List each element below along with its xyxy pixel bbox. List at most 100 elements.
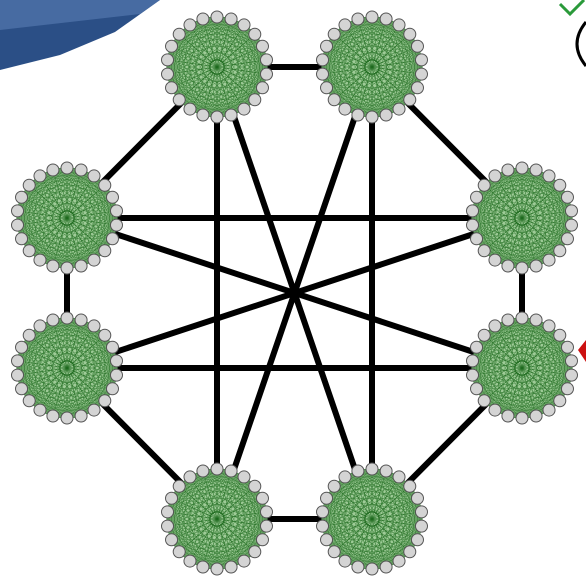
port-node: [173, 94, 185, 106]
port-node: [561, 191, 573, 203]
port-node: [404, 94, 416, 106]
port-node: [256, 534, 268, 546]
port-node: [211, 563, 223, 575]
port-node: [23, 179, 35, 191]
port-node: [61, 262, 73, 274]
port-node: [34, 170, 46, 182]
port-node: [471, 191, 483, 203]
port-node: [184, 471, 196, 483]
port-node: [502, 410, 514, 422]
port-node: [47, 164, 59, 176]
port-node: [225, 465, 237, 477]
corner-check-mark: [560, 0, 584, 14]
port-node: [565, 369, 577, 381]
port-node: [16, 191, 28, 203]
port-node: [173, 28, 185, 40]
port-node: [23, 395, 35, 407]
port-node: [211, 111, 223, 123]
port-node: [530, 410, 542, 422]
port-node: [393, 555, 405, 567]
port-node: [554, 245, 566, 257]
port-node: [256, 40, 268, 52]
links-layer: [67, 67, 522, 519]
port-node: [75, 314, 87, 326]
port-node: [106, 191, 118, 203]
port-node: [380, 561, 392, 573]
port-node: [380, 465, 392, 477]
port-node: [12, 355, 24, 367]
port-node: [321, 492, 333, 504]
port-node: [47, 314, 59, 326]
port-node: [380, 109, 392, 121]
port-node: [162, 54, 174, 66]
port-node: [366, 463, 378, 475]
port-node: [478, 329, 490, 341]
port-node: [75, 410, 87, 422]
port-node: [561, 341, 573, 353]
port-node: [256, 82, 268, 94]
port-node: [352, 465, 364, 477]
port-node: [197, 561, 209, 573]
port-node: [211, 463, 223, 475]
port-node: [34, 404, 46, 416]
port-node: [238, 103, 250, 115]
port-node: [321, 82, 333, 94]
port-node: [162, 68, 174, 80]
port-node: [478, 395, 490, 407]
port-node: [516, 262, 528, 274]
port-node: [166, 492, 178, 504]
port-node: [352, 109, 364, 121]
port-node: [467, 355, 479, 367]
port-node: [249, 480, 261, 492]
port-node: [61, 412, 73, 424]
port-node: [339, 471, 351, 483]
port-node: [554, 179, 566, 191]
port-node: [565, 355, 577, 367]
port-node: [61, 312, 73, 324]
port-node: [561, 383, 573, 395]
port-node: [478, 245, 490, 257]
port-node: [249, 28, 261, 40]
port-node: [238, 19, 250, 31]
port-node: [489, 254, 501, 266]
port-node: [23, 329, 35, 341]
port-node: [166, 534, 178, 546]
port-node: [411, 82, 423, 94]
port-node: [352, 561, 364, 573]
port-node: [530, 164, 542, 176]
port-node: [554, 329, 566, 341]
port-node: [162, 520, 174, 532]
port-node: [328, 28, 340, 40]
port-node: [110, 355, 122, 367]
port-node: [415, 506, 427, 518]
port-node: [478, 179, 490, 191]
port-node: [106, 383, 118, 395]
port-node: [543, 254, 555, 266]
port-node: [184, 103, 196, 115]
port-node: [225, 561, 237, 573]
port-node: [249, 94, 261, 106]
port-node: [471, 383, 483, 395]
port-node: [565, 205, 577, 217]
port-node: [467, 219, 479, 231]
port-node: [393, 471, 405, 483]
port-node: [502, 164, 514, 176]
port-node: [415, 68, 427, 80]
port-node: [339, 555, 351, 567]
port-node: [404, 480, 416, 492]
port-node: [88, 254, 100, 266]
port-node: [339, 19, 351, 31]
port-node: [543, 170, 555, 182]
port-node: [99, 179, 111, 191]
port-node: [173, 480, 185, 492]
port-node: [502, 314, 514, 326]
port-node: [411, 40, 423, 52]
port-node: [489, 320, 501, 332]
port-node: [110, 369, 122, 381]
port-node: [467, 205, 479, 217]
port-node: [328, 546, 340, 558]
port-node: [404, 546, 416, 558]
port-node: [47, 260, 59, 272]
port-node: [317, 520, 329, 532]
port-node: [543, 320, 555, 332]
